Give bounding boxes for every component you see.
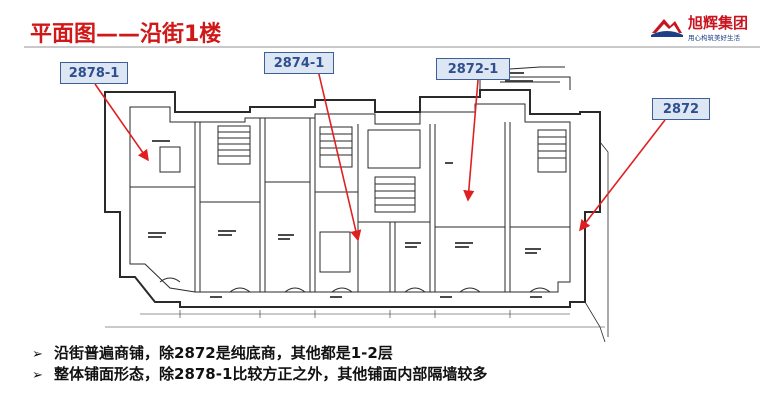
logo-mark-icon xyxy=(651,19,683,37)
callout-2872: 2872 xyxy=(652,98,710,120)
company-logo: 旭辉集团 用心构筑美好生活 xyxy=(650,10,758,44)
bullet-arrow-icon: ➢ xyxy=(32,347,43,362)
bullet-text: 沿街普遍商铺，除2872是纯底商，其他都是1-2层 xyxy=(54,344,393,362)
slide-title: 平面图——沿街1楼 xyxy=(30,22,222,47)
bullet-text: 整体铺面形态，除2878-1比较方正之外，其他铺面内部隔墙较多 xyxy=(54,365,488,383)
bullet-arrow-icon: ➢ xyxy=(32,368,43,383)
callout-2872-1: 2872-1 xyxy=(436,58,510,80)
callout-2878-1: 2878-1 xyxy=(60,62,128,84)
logo-slogan: 用心构筑美好生活 xyxy=(688,34,740,42)
floor-plan-drawing xyxy=(104,66,609,342)
bullet-item: ➢ 沿街普遍商铺，除2872是纯底商，其他都是1-2层 xyxy=(32,343,487,364)
bullet-list: ➢ 沿街普遍商铺，除2872是纯底商，其他都是1-2层 ➢ 整体铺面形态，除2878… xyxy=(32,343,487,385)
title-divider xyxy=(24,46,760,48)
bullet-item: ➢ 整体铺面形态，除2878-1比较方正之外，其他铺面内部隔墙较多 xyxy=(32,364,487,385)
logo-name: 旭辉集团 xyxy=(688,14,749,32)
callout-2874-1: 2874-1 xyxy=(264,52,334,74)
